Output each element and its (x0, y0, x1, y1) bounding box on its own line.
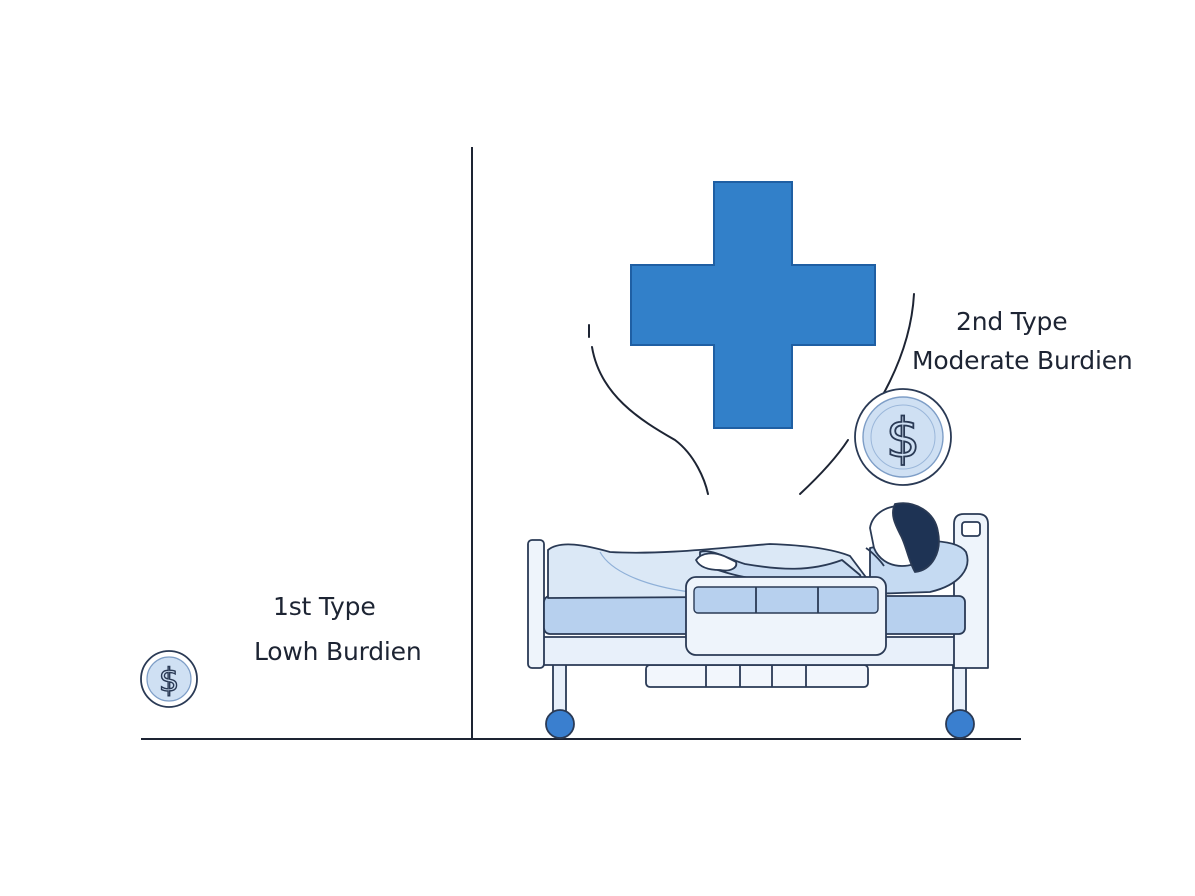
small-dollar-coin-icon: $ (140, 650, 198, 708)
bed-headboard (953, 513, 989, 669)
second-type-subtitle: Moderate Burdien (912, 346, 1133, 375)
large-dollar-coin-icon: $ (854, 388, 952, 486)
patient-hand (695, 552, 738, 572)
hospital-bed-icon (527, 502, 989, 739)
bed-wheel-left (545, 709, 575, 739)
bed-underframe (645, 664, 869, 688)
bed-leg-right (952, 663, 967, 715)
patient-icon (865, 502, 940, 573)
bed-wheel-right (945, 709, 975, 739)
small-coin-symbol: $ (159, 661, 179, 699)
first-type-title: 1st Type (273, 592, 376, 621)
bed-footboard (527, 539, 545, 669)
first-type-subtitle: Lowh Burdien (254, 637, 422, 666)
decorative-curves (588, 293, 915, 495)
second-type-title: 2nd Type (956, 307, 1068, 336)
large-coin-symbol: $ (886, 407, 920, 470)
medical-cross-icon (630, 181, 876, 429)
bed-leg-left (552, 663, 567, 715)
